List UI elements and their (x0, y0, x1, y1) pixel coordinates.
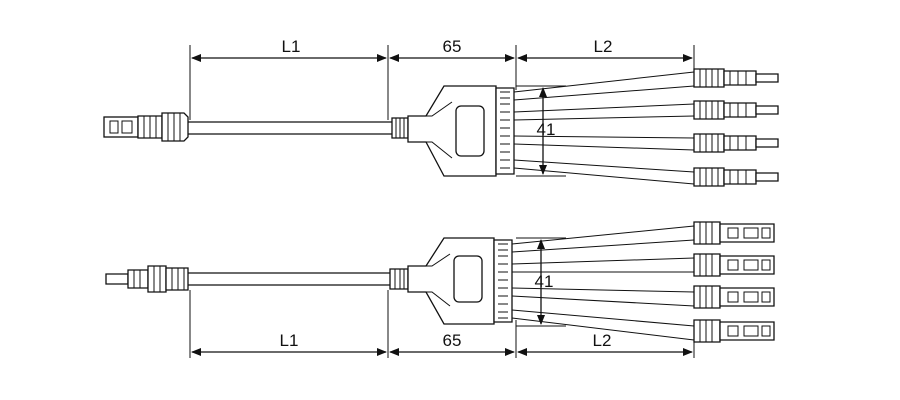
top-output-connector-1 (693, 68, 779, 88)
bottom-main-cable (188, 272, 392, 286)
top-output-connector-4 (693, 167, 779, 187)
bottom-dimensions: L1 65 L2 41 (189, 237, 695, 358)
bottom-output-connector-4 (693, 319, 775, 343)
top-dim-l2-label: L2 (594, 37, 613, 56)
bottom-dim-41-label: 41 (535, 272, 554, 291)
top-input-connector (103, 112, 189, 142)
bottom-assembly: L1 65 L2 41 (105, 221, 775, 358)
top-output-connector-2 (693, 100, 779, 120)
bottom-output-connector-2 (693, 253, 775, 277)
top-dimensions: L1 65 L2 41 (189, 37, 695, 177)
top-output-connector-3 (693, 133, 779, 153)
bottom-branch-body (389, 237, 513, 325)
top-main-cable (188, 121, 392, 135)
bottom-dim-65-label: 65 (443, 331, 462, 350)
top-branch-body (391, 85, 515, 177)
bottom-output-connector-1 (693, 221, 775, 245)
bottom-output-connector-3 (693, 285, 775, 309)
bottom-dim-l1-label: L1 (280, 331, 299, 350)
top-dim-41-label: 41 (537, 120, 556, 139)
top-assembly: L1 65 L2 41 (103, 37, 779, 187)
top-dim-l1-label: L1 (282, 37, 301, 56)
top-dim-65-label: 65 (443, 37, 462, 56)
bottom-input-connector (105, 265, 189, 293)
bottom-branch-wires (511, 225, 695, 341)
bottom-dim-l2-label: L2 (593, 331, 612, 350)
top-branch-wires (513, 71, 695, 185)
